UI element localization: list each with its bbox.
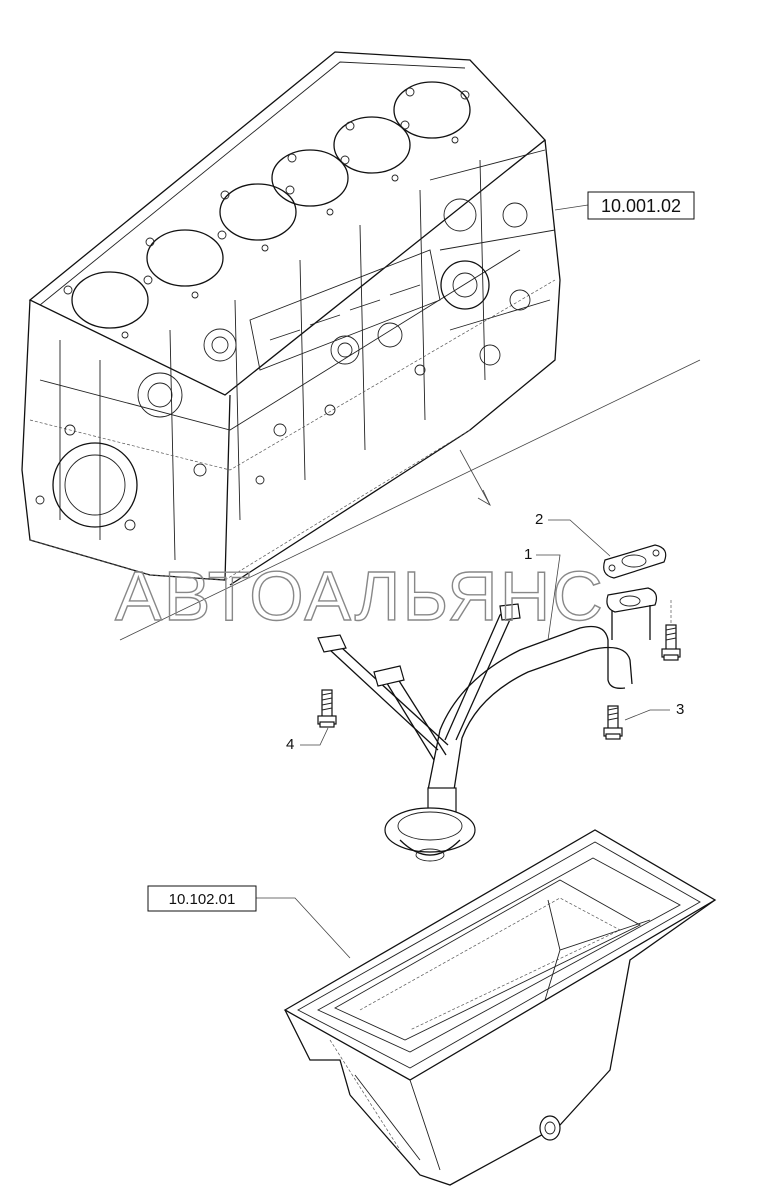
oil-pickup-tube xyxy=(317,587,658,862)
reference-oil-pan: 10.102.01 xyxy=(169,891,236,908)
callouts: 10.001.02 10.102.01 1 2 3 4 xyxy=(147,191,695,959)
screw-left xyxy=(317,689,337,728)
screw-right xyxy=(603,705,623,740)
callout-2: 2 xyxy=(535,511,543,528)
callout-3: 3 xyxy=(676,701,684,718)
callout-1: 1 xyxy=(524,546,532,563)
reference-box-engine-block xyxy=(587,191,695,220)
callout-4: 4 xyxy=(286,736,294,753)
oil-pan xyxy=(283,829,717,1186)
reference-box-oil-pan xyxy=(147,885,257,912)
engine-block xyxy=(21,51,561,586)
watermark-text: АВТОАЛЬЯНС xyxy=(115,557,605,635)
reference-engine-block: 10.001.02 xyxy=(601,196,681,216)
screw-upper-right xyxy=(661,600,681,661)
cylinder-bores xyxy=(71,81,471,329)
assembly-axis-line xyxy=(119,359,701,641)
gasket xyxy=(603,544,667,579)
